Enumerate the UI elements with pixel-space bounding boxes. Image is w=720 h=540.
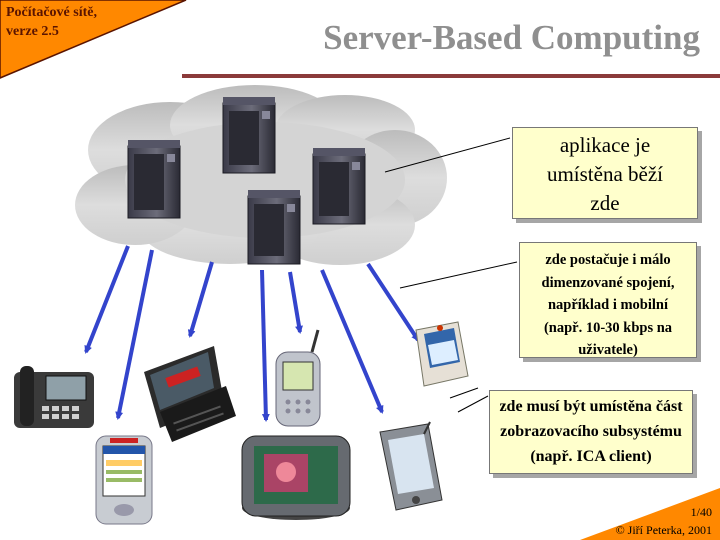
callout-connection-line-4: (např. 10-30 kbps na xyxy=(543,319,673,336)
copyright: © Jiří Peterka, 2001 xyxy=(615,523,712,537)
callout-line-servers xyxy=(384,137,511,173)
callout-connection: zde postačuje i málo dimenzované spojení… xyxy=(519,242,697,358)
pocket-pc-icon xyxy=(95,435,153,525)
server-3 xyxy=(312,148,366,225)
callout-clients-line-3: (např. ICA client) xyxy=(530,448,652,465)
arrow-to-pda xyxy=(366,262,420,342)
callout-servers-line-2: umístěna běží xyxy=(546,162,664,186)
ipaq-icon xyxy=(379,421,443,511)
server-4 xyxy=(247,190,301,265)
callout-servers-line-3: zde xyxy=(590,191,620,215)
callout-line-clients-1 xyxy=(457,395,489,413)
callout-clients: zde musí být umístěna část zobrazovacího… xyxy=(489,390,693,474)
course-line-1: Počítačové sítě, xyxy=(6,5,97,20)
callout-connection-line-3: například i mobilní xyxy=(547,297,669,313)
arrow-to-ipaq xyxy=(320,269,384,414)
corner-tab xyxy=(0,0,187,79)
callout-line-clients-2 xyxy=(449,387,479,399)
callout-connection-line-5: uživatele) xyxy=(578,342,638,358)
callout-clients-line-1: zde musí být umístěna část xyxy=(499,398,683,415)
title-rule xyxy=(182,74,720,78)
course-label: Počítačové sítě, verze 2.5 xyxy=(6,3,97,41)
desk-phone-icon xyxy=(14,366,94,428)
callout-servers-line-1: aplikace je xyxy=(559,133,651,157)
callout-servers: aplikace je umístěna běží zde xyxy=(512,127,698,219)
callout-line-connection xyxy=(399,261,518,289)
handheld-pc-icon xyxy=(144,346,236,442)
arrows xyxy=(84,245,420,422)
arrow-to-web-tablet xyxy=(260,269,270,422)
callout-connection-line-1: zde postačuje i málo xyxy=(545,252,671,268)
pda-icon xyxy=(415,321,469,387)
web-tablet-icon xyxy=(241,435,351,520)
course-line-2: verze 2.5 xyxy=(6,24,59,39)
footer-corner xyxy=(580,488,720,540)
callout-connection-line-2: dimenzované spojení, xyxy=(541,274,675,291)
arrow-to-handheld xyxy=(187,261,214,338)
callout-clients-line-2: zobrazovacího subsystému xyxy=(500,423,682,440)
server-1 xyxy=(127,140,181,219)
arrow-to-pocket-pc xyxy=(115,249,154,420)
slide-title: Server-Based Computing xyxy=(323,18,700,57)
mobile-phone-icon xyxy=(275,329,321,427)
arrow-to-mobile-phone xyxy=(288,271,303,334)
arrow-to-desk-phone xyxy=(84,245,130,354)
server-2 xyxy=(222,97,276,174)
page-number: 1/40 xyxy=(690,505,712,519)
